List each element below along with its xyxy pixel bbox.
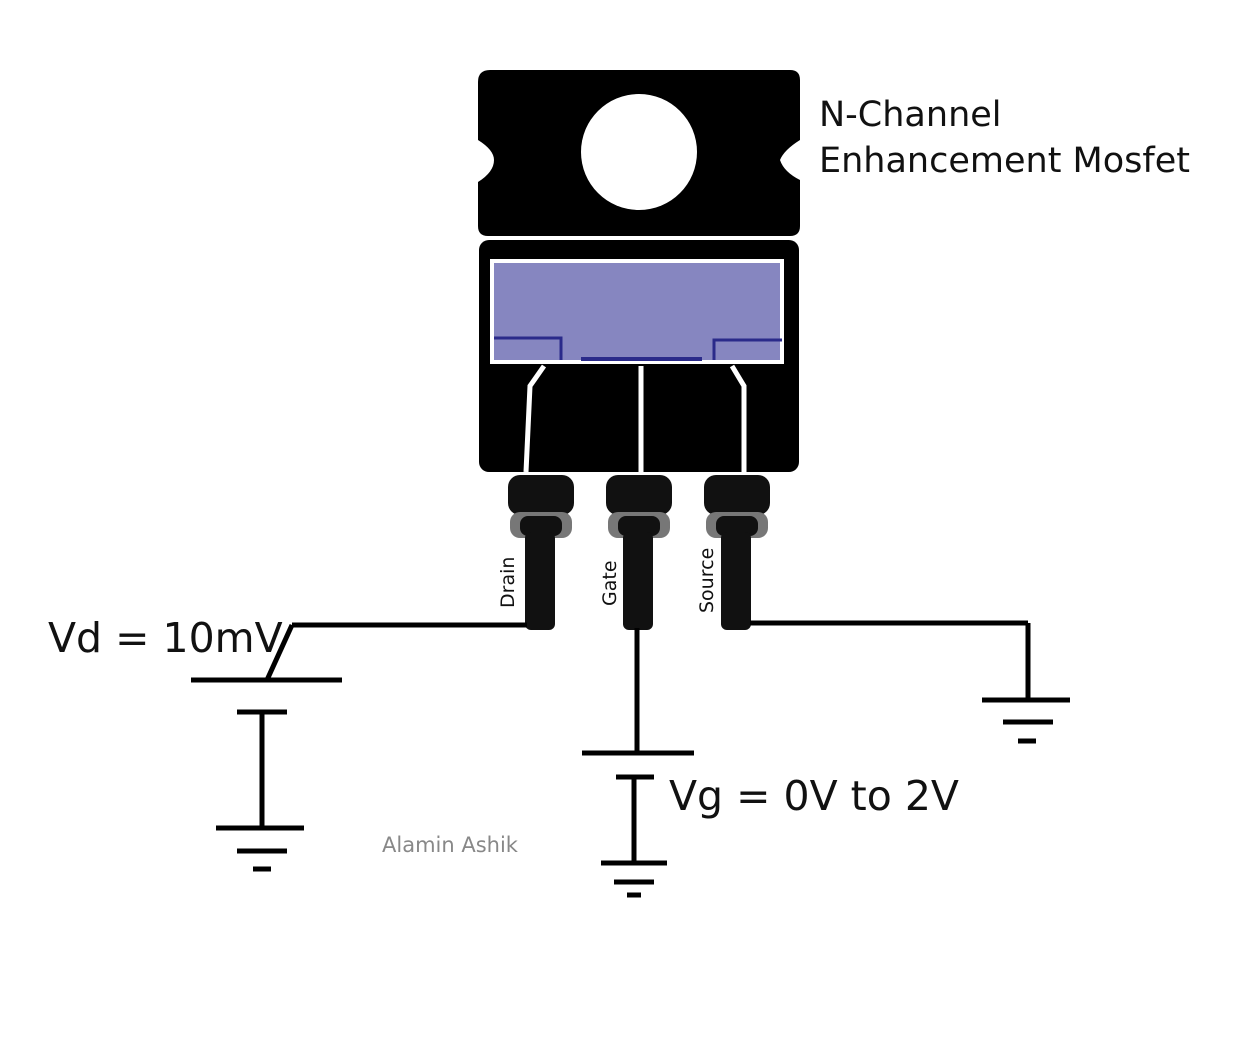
drain-voltage-label: Vd = 10mV: [48, 614, 283, 662]
author-watermark: Alamin Ashik: [382, 833, 519, 857]
mosfet-body: [479, 240, 799, 473]
mounting-hole: [581, 94, 697, 210]
drain-pin: [508, 475, 574, 630]
gate-pin-label: Gate: [599, 560, 621, 606]
component-title-line2: Enhancement Mosfet: [819, 141, 1190, 181]
source-circuit: [750, 620, 1031, 700]
source-region-line: [712, 338, 782, 360]
gate-voltage-label: Vg = 0V to 2V: [669, 772, 959, 820]
drain-circuit: [191, 622, 527, 828]
gate-ground-symbol: [601, 860, 667, 898]
source-pin-label: Source: [696, 548, 718, 613]
gate-pin: [606, 475, 672, 630]
drain-ground-symbol: [216, 825, 304, 872]
die: [494, 263, 780, 360]
drain-region-line: [494, 336, 563, 360]
source-pin: [704, 475, 770, 630]
mosfet-tab: [478, 70, 800, 236]
component-title-line1: N-Channel: [819, 95, 1002, 135]
gate-circuit: [582, 628, 694, 863]
drain-pin-label: Drain: [497, 557, 519, 608]
source-ground-symbol: [982, 697, 1070, 744]
